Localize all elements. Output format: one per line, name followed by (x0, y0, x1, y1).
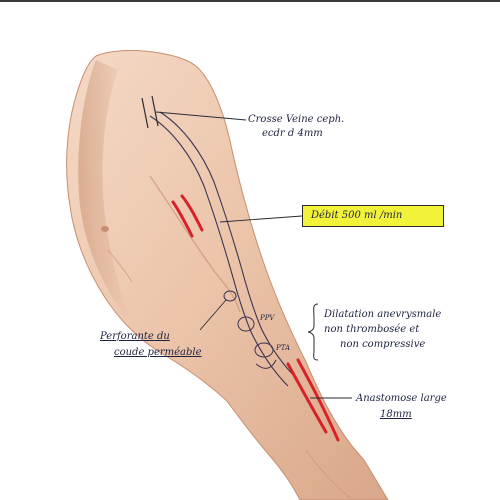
cephalic-vein-outer (149, 115, 289, 387)
nipple-mark (101, 226, 109, 232)
incision-lower-1 (286, 362, 328, 434)
leader-perforante (199, 299, 227, 331)
incision-lower-2 (296, 358, 340, 442)
cephalic-vein-inner (159, 111, 299, 381)
top-border (0, 0, 500, 2)
label-dilatation-line3: non compressive (340, 339, 426, 350)
arm-silhouette (66, 50, 389, 500)
label-perforante-text2: coude perméable (114, 347, 202, 358)
label-anastomose-line1: Anastomose large (356, 393, 447, 404)
crosse-tick-1 (141, 97, 149, 129)
aneurysm-2 (254, 342, 274, 358)
label-dilatation-line2: non thrombosée et (324, 324, 420, 335)
arm-shading (78, 60, 130, 322)
label-anastomose-text2: 18mm (380, 409, 412, 420)
label-dilatation-line1: Dilatation anevrysmale (324, 309, 442, 320)
leader-crosse (155, 111, 247, 121)
perforator-node (223, 290, 237, 302)
incision-upper-2 (180, 194, 204, 232)
perforator-loop (255, 359, 277, 369)
chest-contour (107, 249, 133, 283)
forearm-contour (305, 449, 351, 499)
label-debit-box: Débit 500 ml /min (302, 205, 444, 227)
label-perforante-line2: coude perméable (114, 346, 202, 359)
label-anastomose-line2: 18mm (380, 408, 412, 421)
leader-debit (219, 215, 303, 223)
dilatation-bracket (307, 303, 319, 361)
aneurysm-1 (237, 316, 255, 332)
label-crosse-line2: ecdr d 4mm (262, 128, 323, 139)
label-perforante-line1: Perforante du (100, 330, 170, 343)
label-perforante-text1: Perforante du (100, 331, 170, 342)
vessel-tag-pta: PTA (276, 344, 291, 352)
label-crosse-line1: Crosse Veine ceph. (248, 114, 345, 125)
crosse-tick-2 (151, 95, 159, 127)
vessel-tag-ppv: PPV (260, 314, 275, 322)
incision-upper-1 (171, 200, 194, 238)
